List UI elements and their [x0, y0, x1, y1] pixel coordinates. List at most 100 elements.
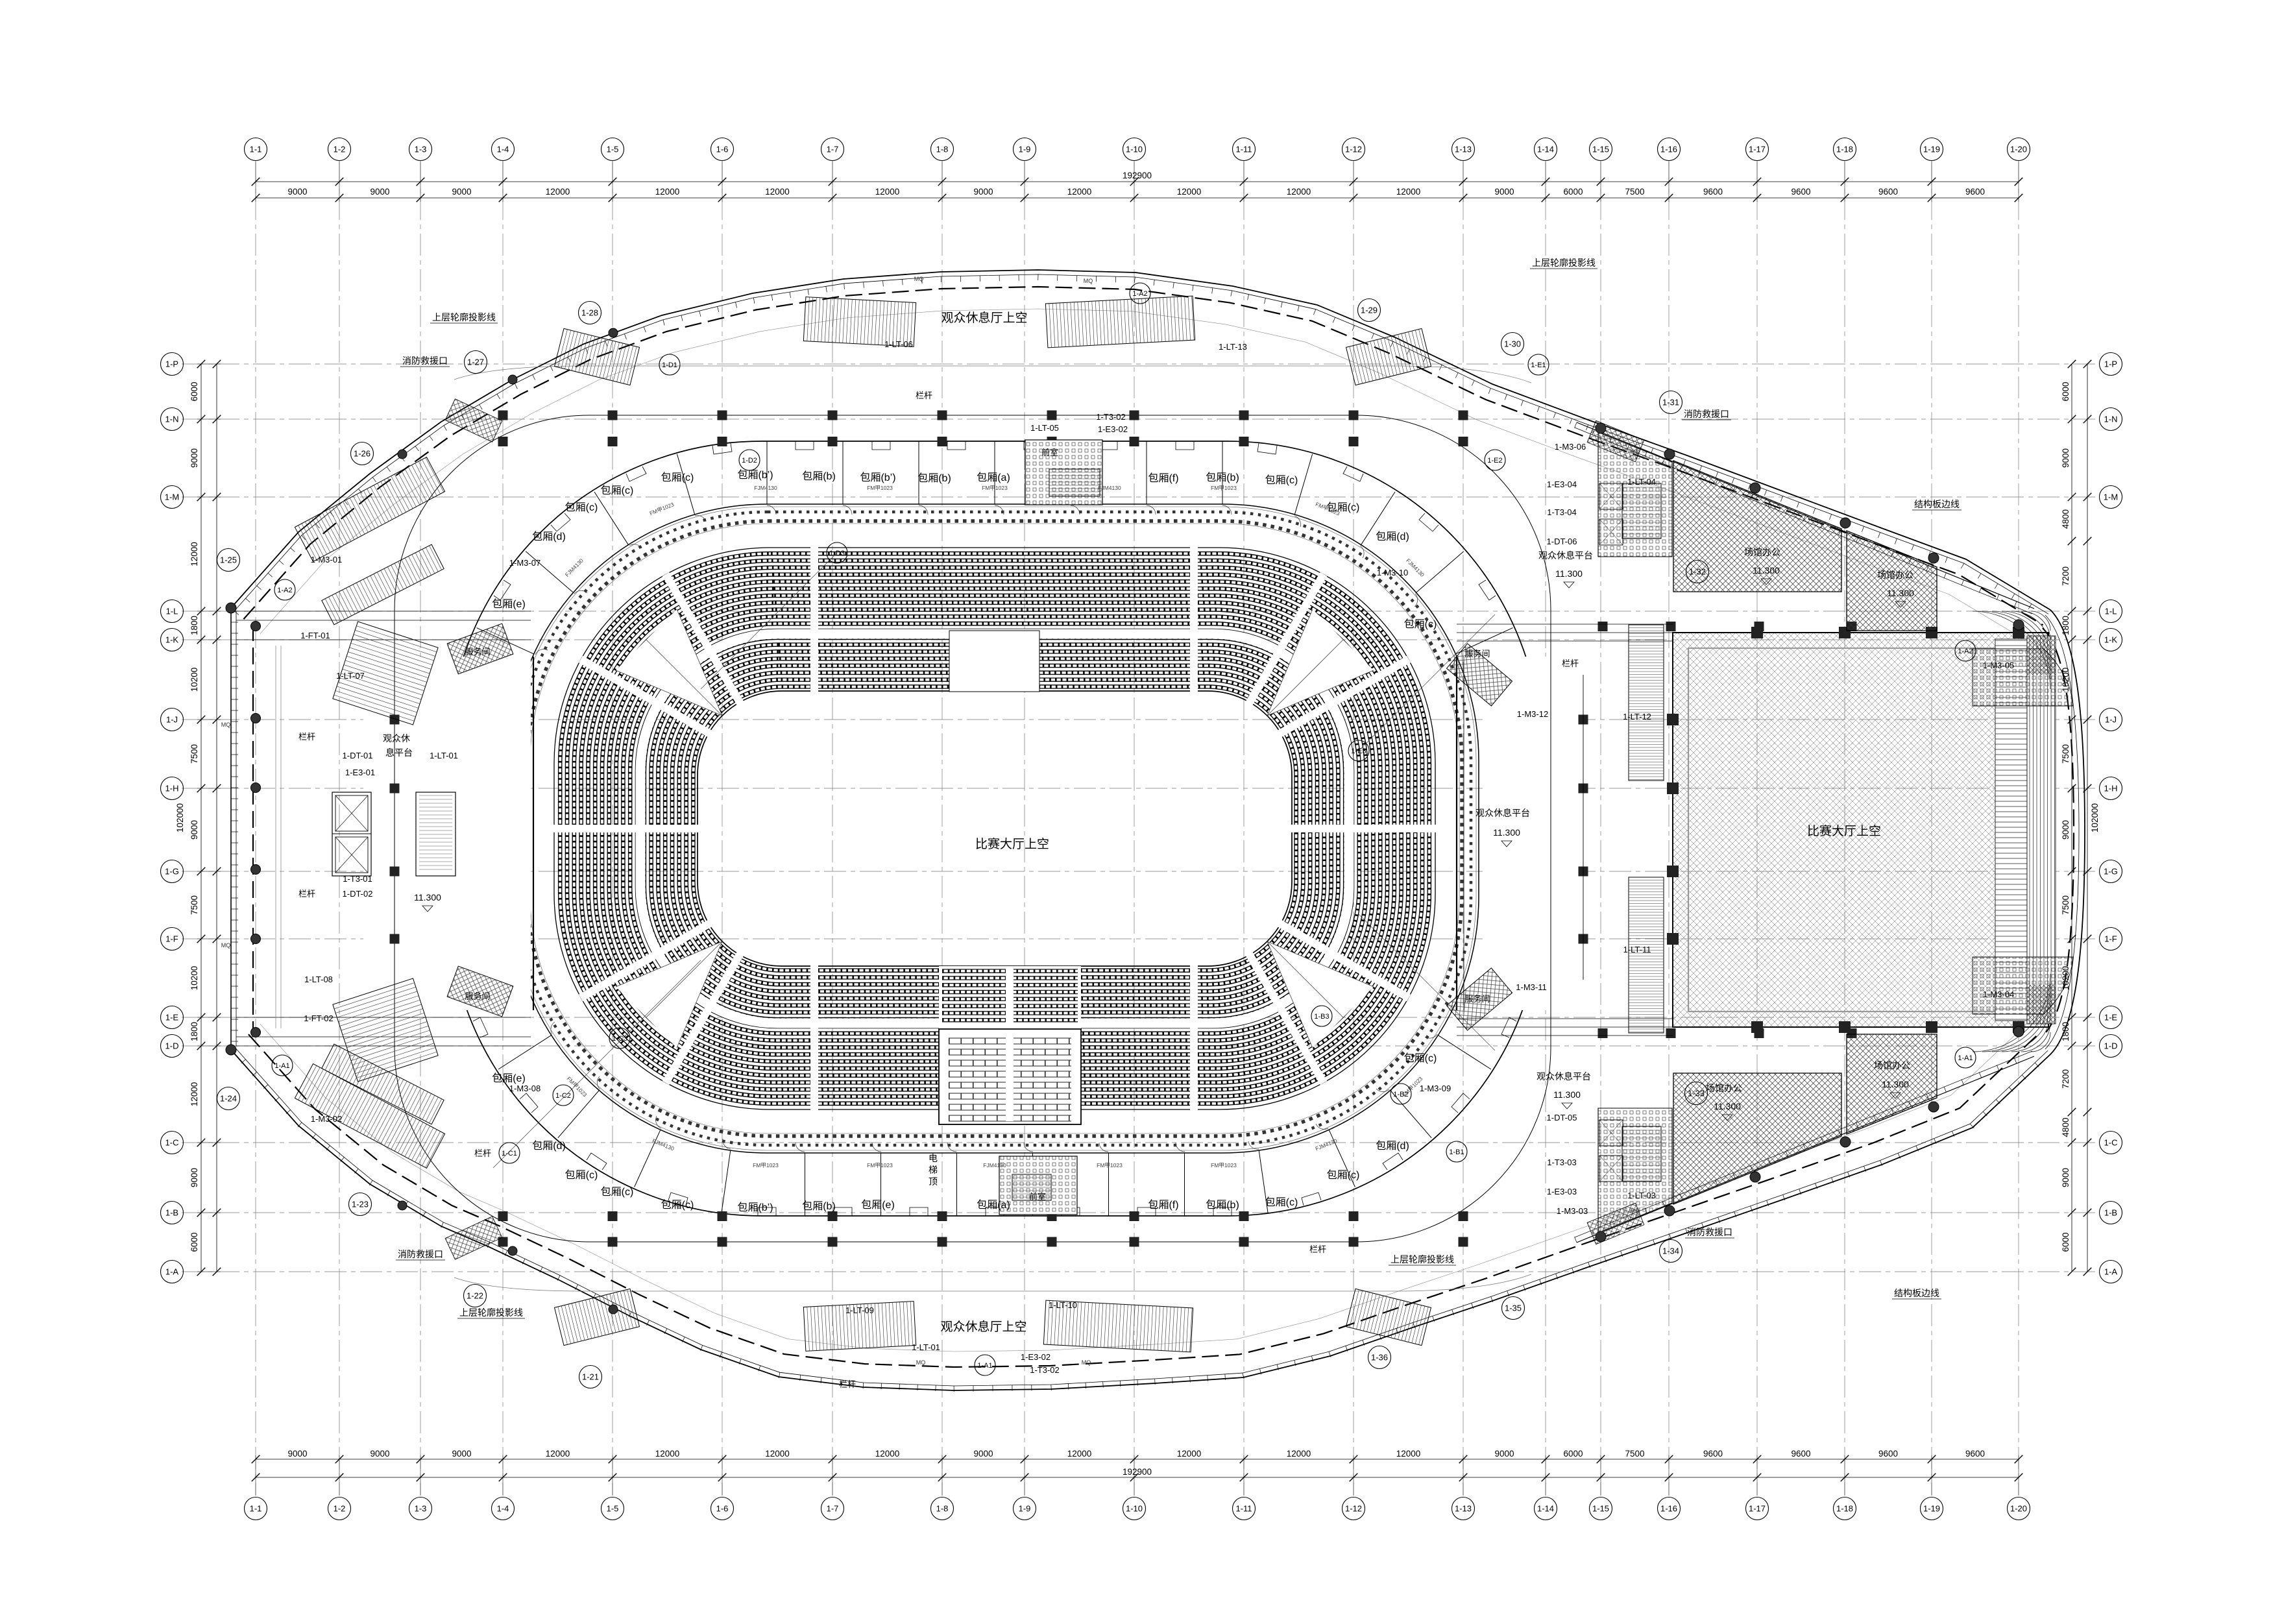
- svg-text:栏杆: 栏杆: [298, 889, 315, 899]
- svg-text:顶: 顶: [929, 1176, 938, 1187]
- svg-text:1-A2: 1-A2: [1958, 648, 1973, 655]
- svg-text:6000: 6000: [189, 1232, 199, 1252]
- svg-text:9600: 9600: [1703, 187, 1723, 197]
- svg-text:包厢(f): 包厢(f): [1148, 472, 1178, 484]
- svg-text:消防救援口: 消防救援口: [1684, 409, 1729, 419]
- svg-text:1-M: 1-M: [2104, 492, 2118, 502]
- svg-text:1-M3-08: 1-M3-08: [509, 1084, 540, 1093]
- svg-text:9000: 9000: [287, 1449, 307, 1459]
- svg-text:1-B: 1-B: [165, 1208, 178, 1218]
- svg-text:1-C1: 1-C1: [502, 1150, 517, 1157]
- svg-text:包厢(d): 包厢(d): [1376, 531, 1409, 542]
- svg-text:1-6: 1-6: [716, 1504, 729, 1514]
- svg-text:1-L: 1-L: [166, 607, 178, 616]
- svg-text:1-13: 1-13: [1455, 145, 1472, 154]
- svg-text:1-11: 1-11: [1235, 145, 1252, 154]
- svg-text:栏杆: 栏杆: [916, 391, 932, 400]
- svg-text:1-A: 1-A: [2104, 1267, 2118, 1277]
- svg-text:1-A1: 1-A1: [274, 1062, 289, 1070]
- svg-text:9600: 9600: [1965, 1449, 1985, 1459]
- svg-text:1-LT-04: 1-LT-04: [1627, 477, 1656, 487]
- svg-text:FM甲1023: FM甲1023: [1097, 1162, 1123, 1169]
- svg-text:1-4: 1-4: [497, 145, 509, 154]
- svg-text:1-D1: 1-D1: [662, 361, 677, 369]
- svg-text:1-36: 1-36: [1371, 1353, 1388, 1363]
- svg-text:前室: 前室: [1029, 1192, 1046, 1202]
- svg-text:1-M3-06: 1-M3-06: [1555, 442, 1586, 452]
- svg-text:包厢(c): 包厢(c): [1265, 1196, 1298, 1208]
- svg-text:11.300: 11.300: [1493, 827, 1520, 838]
- svg-text:1-M3-04: 1-M3-04: [1983, 989, 2014, 999]
- svg-text:栏杆: 栏杆: [474, 1148, 491, 1158]
- svg-text:1-E3-01: 1-E3-01: [345, 768, 375, 777]
- svg-text:1-E3-04: 1-E3-04: [1547, 479, 1577, 489]
- svg-text:7500: 7500: [189, 744, 199, 764]
- svg-text:12000: 12000: [875, 187, 900, 197]
- svg-text:9000: 9000: [973, 1449, 993, 1459]
- svg-text:1-M3-03: 1-M3-03: [1557, 1206, 1588, 1216]
- svg-text:FM甲1023: FM甲1023: [867, 1162, 893, 1169]
- svg-text:11.300: 11.300: [1887, 588, 1914, 598]
- svg-text:1-17: 1-17: [1749, 1504, 1766, 1514]
- svg-text:6000: 6000: [1563, 1449, 1583, 1459]
- svg-text:1-T3-04: 1-T3-04: [1547, 507, 1577, 517]
- svg-text:1-T3-03: 1-T3-03: [1547, 1157, 1577, 1167]
- svg-text:4800: 4800: [2061, 509, 2071, 529]
- svg-text:1-32: 1-32: [1689, 567, 1706, 577]
- svg-text:1-2: 1-2: [334, 145, 346, 154]
- svg-text:1-M3-01: 1-M3-01: [311, 555, 342, 564]
- svg-text:1-C: 1-C: [2104, 1138, 2118, 1148]
- svg-text:包厢(c): 包厢(c): [1404, 1052, 1437, 1064]
- svg-text:1-L: 1-L: [2105, 607, 2117, 616]
- svg-text:1-21: 1-21: [582, 1372, 599, 1382]
- svg-text:FM甲1023: FM甲1023: [867, 485, 893, 491]
- svg-text:12000: 12000: [189, 542, 199, 566]
- svg-text:1800: 1800: [2061, 1022, 2071, 1041]
- svg-text:FM甲1023: FM甲1023: [1211, 485, 1237, 491]
- svg-text:1-28: 1-28: [581, 308, 598, 318]
- svg-text:1-5: 1-5: [607, 145, 619, 154]
- svg-text:包厢(c): 包厢(c): [601, 1186, 634, 1198]
- svg-text:包厢(c): 包厢(c): [1327, 1169, 1360, 1181]
- svg-text:192900: 192900: [1123, 171, 1152, 180]
- svg-text:12000: 12000: [875, 1449, 900, 1459]
- svg-text:1-LT-08: 1-LT-08: [304, 975, 333, 984]
- svg-text:1-LT-11: 1-LT-11: [1623, 945, 1651, 954]
- svg-text:1-FT-02: 1-FT-02: [304, 1013, 334, 1023]
- svg-text:7200: 7200: [2061, 1069, 2071, 1089]
- svg-text:FM甲1023: FM甲1023: [982, 485, 1008, 491]
- svg-text:9000: 9000: [370, 187, 389, 197]
- svg-text:9600: 9600: [1878, 1449, 1898, 1459]
- svg-text:包厢(f): 包厢(f): [1148, 1199, 1178, 1211]
- svg-text:1-18: 1-18: [1836, 1504, 1853, 1514]
- svg-text:102000: 102000: [175, 803, 185, 832]
- svg-text:1800: 1800: [2061, 616, 2071, 635]
- svg-text:12000: 12000: [1067, 187, 1092, 197]
- svg-text:MQ: MQ: [1082, 1359, 1091, 1366]
- svg-text:1-M3-11: 1-M3-11: [1516, 982, 1546, 992]
- svg-text:MQ: MQ: [221, 942, 231, 949]
- svg-text:1-N: 1-N: [165, 415, 179, 424]
- svg-text:1-34: 1-34: [1662, 1246, 1679, 1256]
- svg-text:1-9: 1-9: [1019, 1504, 1031, 1514]
- svg-text:MQ: MQ: [1631, 449, 1640, 455]
- svg-text:12000: 12000: [655, 1449, 680, 1459]
- svg-text:1-T3-02: 1-T3-02: [1030, 1365, 1060, 1375]
- svg-text:1-D: 1-D: [165, 1041, 179, 1051]
- svg-text:包厢(b): 包厢(b): [1206, 472, 1239, 483]
- svg-text:6000: 6000: [189, 382, 199, 401]
- svg-text:包厢(d): 包厢(d): [532, 1140, 566, 1152]
- svg-text:11.300: 11.300: [1882, 1079, 1909, 1089]
- svg-text:场馆办公: 场馆办公: [1874, 1060, 1910, 1071]
- svg-text:1-J: 1-J: [166, 715, 178, 725]
- svg-text:1-LT-12: 1-LT-12: [1623, 712, 1651, 721]
- svg-text:1-LT-06: 1-LT-06: [884, 339, 913, 349]
- svg-text:1-F: 1-F: [2104, 934, 2117, 944]
- svg-text:包厢(b): 包厢(b): [917, 472, 951, 484]
- svg-text:观众休息厅上空: 观众休息厅上空: [941, 311, 1027, 325]
- svg-text:11.300: 11.300: [1553, 1089, 1581, 1100]
- svg-text:1-24: 1-24: [220, 1094, 237, 1104]
- svg-text:11.300: 11.300: [1555, 568, 1583, 579]
- svg-text:1-LT-10: 1-LT-10: [1049, 1300, 1077, 1310]
- svg-text:1-A2: 1-A2: [1132, 290, 1147, 298]
